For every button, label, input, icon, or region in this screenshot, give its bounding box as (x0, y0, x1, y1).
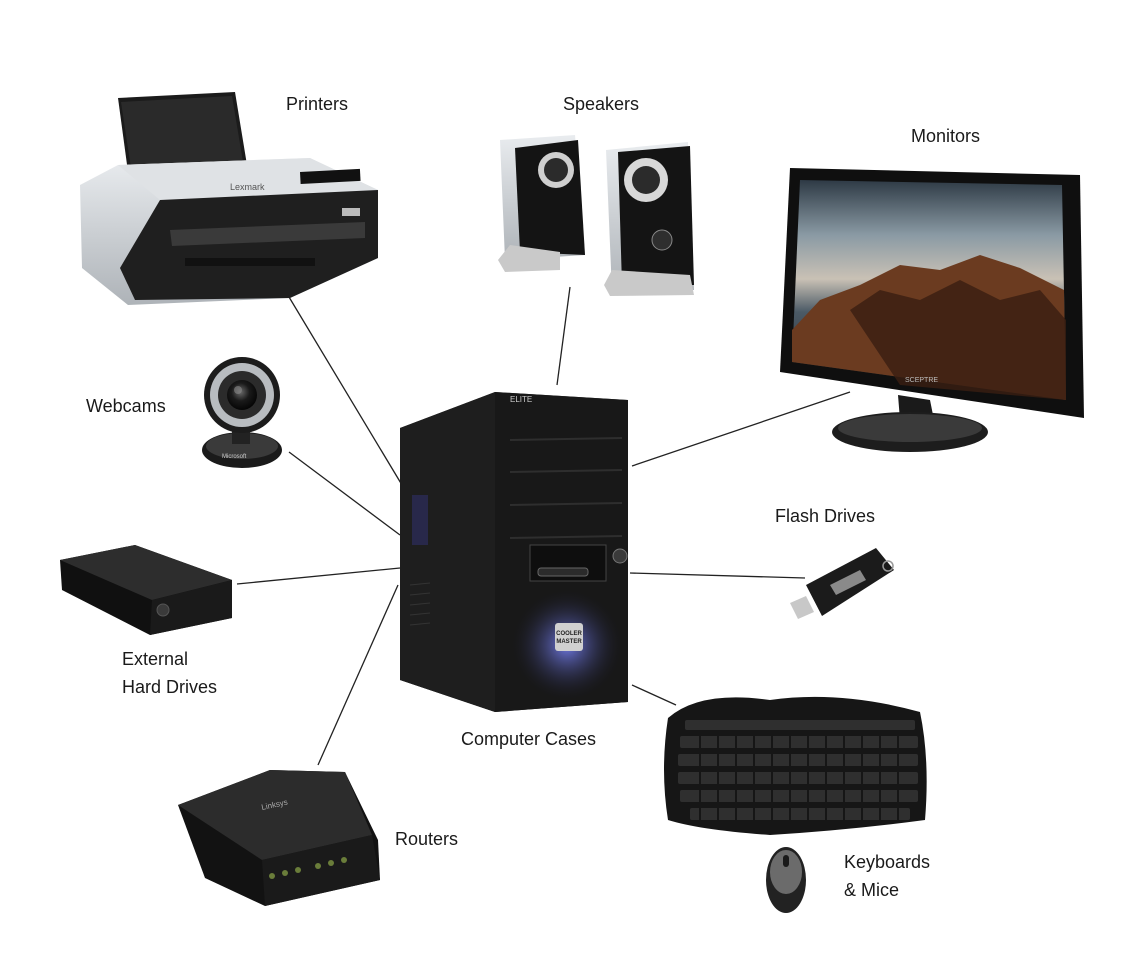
monitor-image: SCEPTRE (780, 168, 1084, 452)
line-printer (282, 286, 403, 486)
label-external-line1: External (122, 649, 189, 669)
keyboard-keys (678, 720, 918, 820)
label-printers: Printers (286, 94, 349, 114)
label-external-line2: Hard Drives (122, 677, 218, 697)
label-webcams: Webcams (86, 396, 166, 416)
connector-lines (236, 286, 851, 766)
external-drive-image (60, 545, 232, 635)
keyboard-image (664, 696, 927, 835)
computer-case-image: COOLER MASTER ELITE (400, 392, 628, 712)
label-routers: Routers (395, 829, 459, 849)
line-keyboard (631, 684, 677, 706)
line-flash-drive (629, 572, 806, 579)
label-computer-cases: Computer Cases (461, 729, 597, 749)
webcam-image: Microsoft (202, 357, 282, 468)
printer-brand-text: Lexmark (230, 182, 265, 192)
line-monitor (631, 391, 851, 467)
label-monitors: Monitors (911, 126, 981, 146)
label-keyboards-line1: Keyboards (844, 852, 931, 872)
case-brand-text: ELITE (510, 395, 532, 404)
flash-drive-image (790, 548, 894, 619)
label-speakers: Speakers (563, 94, 640, 114)
speakers-image (498, 135, 694, 296)
monitor-brand-text: SCEPTRE (905, 377, 938, 384)
line-external-drive (236, 567, 401, 585)
line-speakers (556, 286, 571, 386)
line-webcam (288, 451, 401, 536)
line-router (317, 584, 399, 766)
label-flash-drives: Flash Drives (775, 506, 876, 526)
router-image: Linksys (178, 770, 380, 906)
label-keyboards-line2: & Mice (844, 880, 900, 900)
mouse-image (766, 847, 806, 913)
case-badge-line2: MASTER (556, 639, 582, 645)
webcam-brand-text: Microsoft (222, 454, 247, 460)
printer-image: Lexmark (80, 92, 378, 305)
case-badge-line1: COOLER (556, 631, 582, 637)
